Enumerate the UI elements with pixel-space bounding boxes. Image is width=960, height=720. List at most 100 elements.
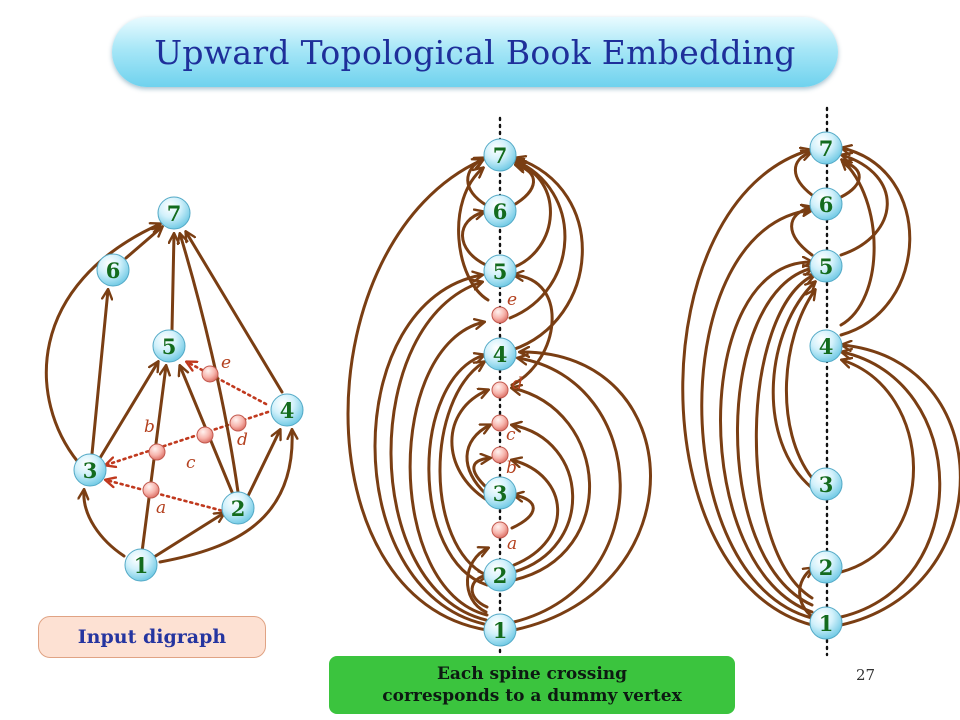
svg-text:5: 5 (162, 334, 177, 359)
mid-arc-left-8 (465, 425, 490, 496)
right-arc-left-1 (681, 150, 814, 627)
right-arc-left-4 (736, 268, 813, 607)
mid-arc-right-9 (508, 160, 567, 320)
right-arc-right-5 (839, 155, 889, 257)
mid-arc-left-12 (461, 212, 488, 267)
input-vertex-5: 5 (152, 329, 186, 363)
dummy-edge-4-5 (187, 362, 268, 406)
edge-3-7 (44, 224, 160, 464)
right-arc-right-7 (839, 162, 861, 199)
note-line-1: Each spine crossing (436, 664, 628, 684)
mid-arc-left-13 (466, 158, 488, 207)
right-arc-left-5 (754, 275, 814, 600)
svg-text:6: 6 (493, 199, 508, 224)
svg-text:7: 7 (819, 136, 834, 161)
mid-arc-right-11 (510, 165, 535, 208)
right-arc-right-1 (839, 345, 960, 627)
page-number: 27 (856, 666, 876, 684)
dummy-edge-2-3 (106, 480, 229, 514)
right-arc-right-2 (839, 352, 942, 619)
mid-vertex-5: 5 (483, 254, 517, 288)
right-vertex-6: 6 (809, 187, 843, 221)
right-arc-left-2 (700, 210, 812, 620)
mid-vertex-4: 4 (483, 337, 517, 371)
dummy-vertex-a (142, 481, 160, 499)
mid-vertex-6: 6 (483, 194, 517, 228)
edge-4-7 (186, 232, 284, 394)
edge-2-4 (246, 430, 280, 498)
svg-text:4: 4 (493, 342, 508, 367)
edge-3-5 (98, 362, 158, 460)
right-arc-left-8 (790, 207, 814, 257)
dummy-vertex-note: Each spine crossing corresponds to a dum… (329, 656, 735, 714)
mid-dummy-label-c: c (506, 425, 516, 445)
dummy-vertex-c (196, 426, 214, 444)
slide-title: Upward Topological Book Embedding (154, 32, 796, 72)
svg-text:2: 2 (231, 496, 246, 521)
dummy-edge-4-3 (106, 410, 270, 465)
mid-dummy-label-a: a (507, 534, 517, 554)
mid-arc-left-2 (373, 275, 486, 626)
dummy-label-e: e (221, 353, 231, 373)
mid-arc-left-6 (438, 362, 488, 577)
input-vertex-3: 3 (73, 453, 107, 487)
dummy-label-a: a (156, 498, 166, 518)
mid-arc-left-7 (450, 390, 488, 502)
right-arc-left-10 (798, 568, 816, 620)
edge-1-4 (158, 430, 292, 564)
input-vertex-6: 6 (96, 253, 130, 287)
svg-text:7: 7 (167, 201, 182, 226)
mid-arc-left-4 (408, 322, 489, 617)
mid-arc-right-10 (510, 163, 552, 270)
mid-arc-right-6 (510, 495, 535, 530)
dummy-label-d: d (237, 430, 248, 450)
right-vertex-4: 4 (809, 329, 843, 363)
svg-text:5: 5 (493, 259, 508, 284)
svg-text:3: 3 (819, 472, 834, 497)
mid-arc-right-4 (512, 425, 575, 574)
input-vertex-1: 1 (124, 548, 158, 582)
mid-vertex-7: 7 (483, 138, 517, 172)
mid-dummy-d (491, 381, 509, 399)
edge-1-2 (152, 513, 224, 559)
edge-5-7 (172, 234, 174, 332)
edge-1-3 (84, 490, 126, 558)
svg-text:5: 5 (819, 254, 834, 279)
svg-text:7: 7 (493, 143, 508, 168)
svg-text:2: 2 (819, 555, 834, 580)
edge-3-6 (90, 290, 108, 456)
dummy-vertex-e (201, 365, 219, 383)
right-arc-right-3 (839, 360, 915, 574)
mid-arc-right-2 (512, 358, 622, 624)
right-vertex-1: 1 (809, 606, 843, 640)
title-banner: Upward Topological Book Embedding (112, 17, 838, 87)
svg-text:3: 3 (493, 481, 508, 506)
mid-arc-left-10 (466, 548, 488, 614)
mid-vertex-3: 3 (483, 476, 517, 510)
input-vertex-4: 4 (270, 393, 304, 427)
note-line-2: corresponds to a dummy vertex (382, 686, 682, 706)
mid-arc-left-5 (427, 355, 489, 587)
mid-arc-left-14 (457, 168, 490, 302)
dummy-label-b: b (144, 417, 155, 437)
mid-dummy-label-e: e (507, 290, 517, 310)
svg-text:1: 1 (819, 611, 834, 636)
right-arc-left-7 (784, 290, 815, 480)
mid-dummy-label-d: d (512, 374, 523, 394)
right-vertex-3: 3 (809, 467, 843, 501)
right-vertex-5: 5 (809, 249, 843, 283)
mid-vertex-2: 2 (483, 558, 517, 592)
mid-dummy-c (491, 414, 509, 432)
input-digraph-label: Input digraph (38, 616, 266, 658)
input-vertex-2: 2 (221, 491, 255, 525)
dummy-label-c: c (186, 453, 196, 473)
mid-vertex-1: 1 (483, 613, 517, 647)
svg-text:4: 4 (819, 334, 834, 359)
mid-dummy-label-b: b (506, 458, 517, 478)
mid-arc-right-7 (510, 275, 554, 387)
svg-text:1: 1 (134, 553, 149, 578)
dummy-vertex-b (148, 443, 166, 461)
mid-arc-right-3 (512, 388, 592, 582)
